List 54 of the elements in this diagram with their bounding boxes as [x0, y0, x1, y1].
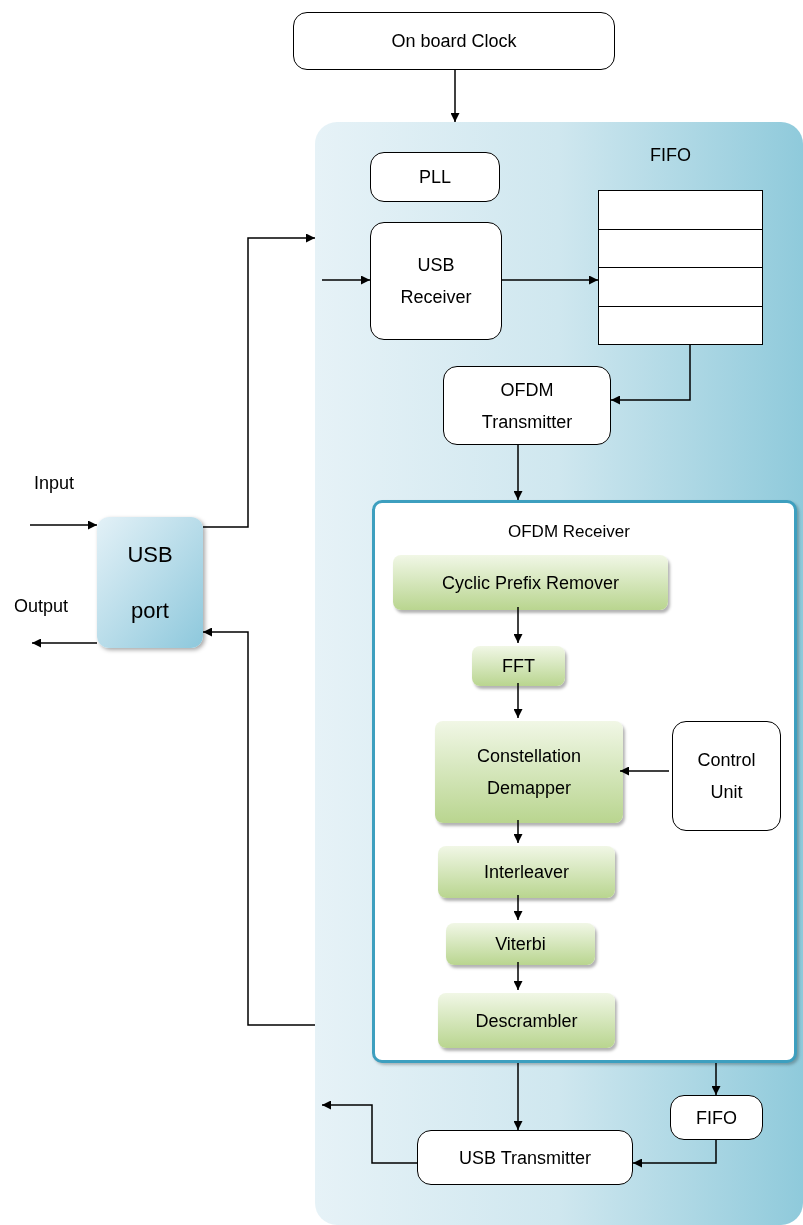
box-label: PLL	[418, 166, 452, 189]
box-label: OFDM Transmitter	[480, 378, 574, 434]
arrow	[202, 627, 316, 1026]
process-box	[370, 152, 500, 202]
buffer-label: FIFO	[650, 146, 691, 164]
board-panel	[315, 122, 803, 1225]
box-label: FIFO	[695, 1106, 738, 1130]
arrow	[321, 1100, 418, 1164]
box-label: USB Transmitter	[458, 1146, 592, 1170]
process-box	[443, 366, 611, 445]
arrow	[202, 233, 316, 528]
box-label: Control Unit	[696, 749, 757, 804]
port-box	[97, 517, 203, 648]
process-box	[393, 555, 668, 610]
signal-label: Output	[14, 597, 69, 615]
receiver-panel	[372, 500, 797, 1063]
arrow	[513, 819, 523, 844]
box-label: On board Clock	[390, 30, 518, 53]
fifo-buffer	[598, 146, 763, 345]
process-box	[370, 222, 502, 340]
box-label: USB port	[126, 540, 174, 625]
arrow	[711, 1062, 721, 1096]
arrow	[29, 520, 98, 530]
box-label: Interleaver	[482, 861, 570, 884]
arrow	[513, 894, 523, 921]
arrow	[632, 1139, 717, 1168]
process-box	[672, 721, 781, 831]
arrow	[513, 682, 523, 719]
arrow	[321, 275, 371, 285]
signal-label: Input	[34, 474, 75, 492]
process-box	[438, 846, 615, 898]
process-box	[438, 993, 615, 1048]
process-box	[293, 12, 615, 70]
arrow	[31, 638, 98, 648]
arrow	[610, 344, 691, 405]
arrow	[619, 766, 670, 776]
panel-heading: OFDM Receiver	[508, 523, 630, 540]
box-label: Constellation Demapper	[475, 745, 583, 800]
box-label: Descrambler	[474, 1009, 579, 1033]
arrow	[513, 961, 523, 991]
process-box	[472, 646, 565, 686]
box-label: Viterbi	[494, 933, 547, 956]
arrow	[501, 275, 599, 285]
box-label: FFT	[501, 655, 536, 678]
arrow	[513, 1062, 523, 1131]
process-box	[417, 1130, 633, 1185]
arrow	[513, 444, 523, 501]
box-label: USB Receiver	[399, 254, 473, 309]
arrow	[450, 69, 460, 123]
process-box	[435, 721, 623, 823]
arrow	[513, 606, 523, 644]
box-label: Cyclic Prefix Remover	[441, 571, 620, 595]
process-box	[446, 923, 595, 965]
process-box	[670, 1095, 763, 1140]
